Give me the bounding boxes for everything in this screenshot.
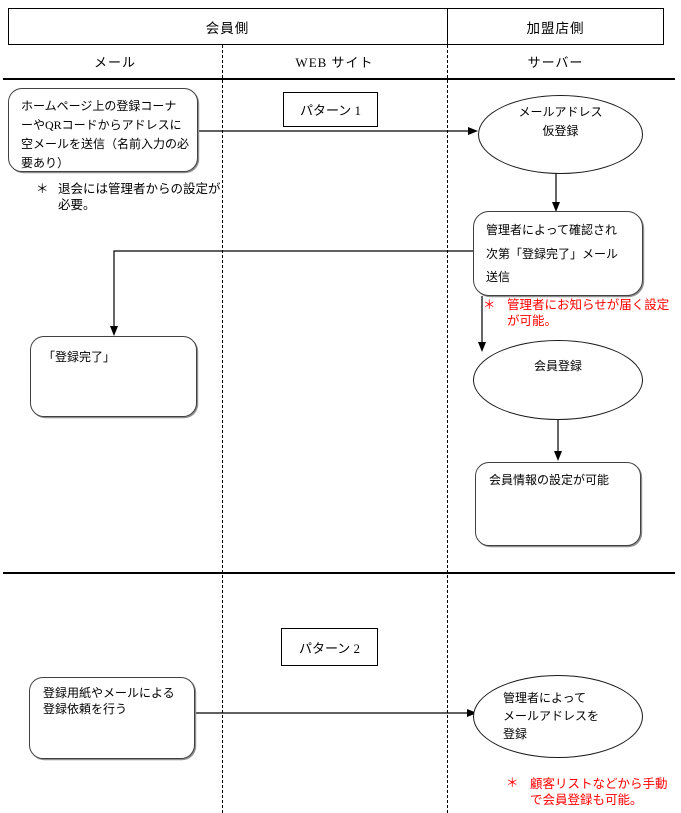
confirm-mail-node: 管理者によって確認され 次第「登録完了」メール 送信 [473, 211, 643, 296]
header-member-side: 会員側 [205, 20, 250, 36]
lane-label-server: サーバー [527, 55, 584, 70]
pattern2-request-node-text: 登録用紙やメールによる 登録依頼を行う [43, 686, 175, 716]
pattern1-start-node: ホームページ上の登録コーナ ーやQRコードからアドレスに 空メールを送信（名前入… [8, 88, 198, 172]
temp-register-ellipse: メールアドレス 仮登録 [478, 95, 643, 174]
customer-red-note-text: 顧客リストなどから手動 で会員登録も可能。 [530, 777, 668, 807]
pattern2-request-node: 登録用紙やメールによる 登録依頼を行う [29, 677, 195, 759]
line-confirm-to-complete [113, 250, 473, 326]
member-register-ellipse-text: 会員登録 [533, 359, 582, 373]
header-row [8, 8, 664, 45]
admin-red-note-text: 管理者にお知らせが届く設定 が可能。 [507, 298, 670, 328]
admin-register-ellipse: 管理者によって メールアドレスを 登録 [473, 675, 643, 758]
lane-divider-right [447, 45, 448, 813]
pattern2-label: パターン 2 [298, 640, 361, 656]
header-merchant-side: 加盟店側 [526, 20, 585, 36]
lane-label-web: WEB サイト [295, 55, 374, 70]
withdraw-note-text: 退会には管理者からの設定が 必要。 [58, 182, 221, 212]
arrowhead-right-1 [468, 127, 478, 135]
temp-register-ellipse-text: メールアドレス 仮登録 [518, 105, 603, 138]
complete-node-text: 「登録完了」 [43, 350, 116, 364]
lane-label-mail: メール [93, 55, 136, 70]
member-info-node: 会員情報の設定が可能 [475, 462, 641, 546]
pattern1-start-node-text: ホームページ上の登録コーナ ーやQRコードからアドレスに 空メールを送信（名前入… [21, 99, 190, 170]
member-register-ellipse: 会員登録 [473, 340, 643, 420]
admin-red-note-marker: ＊ [483, 298, 496, 312]
lane-divider-left [222, 45, 223, 813]
arrowhead-down-4 [554, 451, 562, 461]
member-info-node-text: 会員情報の設定が可能 [489, 473, 610, 487]
complete-node: 「登録完了」 [30, 336, 197, 417]
customer-red-note-marker: ＊ [506, 776, 519, 790]
pattern1-label: パターン 1 [299, 103, 362, 118]
header-divider-line [447, 8, 448, 45]
withdraw-note-marker: ＊ [36, 182, 49, 196]
pattern-separator-rule [3, 572, 675, 574]
confirm-mail-node-text: 管理者によって確認され 次第「登録完了」メール 送信 [486, 223, 619, 284]
arrowhead-down-2 [110, 326, 118, 336]
pattern1-label-box: パターン 1 [283, 92, 378, 127]
header-rule [3, 78, 675, 80]
pattern2-label-box: パターン 2 [281, 628, 378, 666]
admin-register-ellipse-text: 管理者によって メールアドレスを 登録 [503, 691, 600, 741]
